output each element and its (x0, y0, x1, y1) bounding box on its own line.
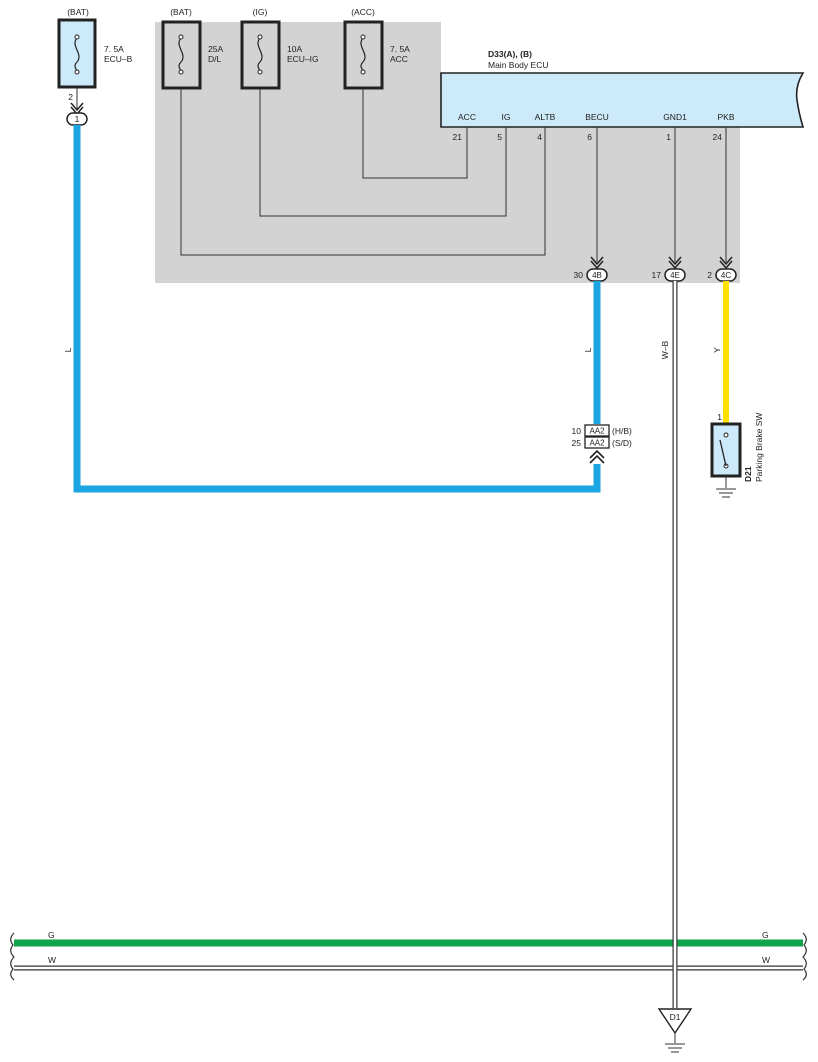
ground-symbol-switch (716, 488, 736, 498)
junction-aa2-sd[interactable] (584, 436, 610, 449)
connector-4e-label: 4E (670, 271, 680, 280)
parking-switch-pin: 1 (717, 412, 722, 422)
fuse-dl-source: (BAT) (170, 7, 192, 17)
ecu-terminal-acc-label: ACC (458, 112, 476, 122)
junction-aa2-hb-id: AA2 (589, 427, 605, 436)
fuse-ecu-b-source: (BAT) (67, 7, 89, 17)
fuse-dl-name: D/L (208, 54, 222, 64)
fuse-ecu-b-name: ECU–B (104, 54, 133, 64)
fuse-ecu-b-rating: 7. 5A (104, 44, 124, 54)
ecu-pin-pkb: 24 (713, 132, 723, 142)
bus-break-right (802, 932, 807, 981)
wire-w-b-label: W–B (660, 340, 670, 359)
fuse-ecu-ig-source: (IG) (253, 7, 268, 17)
ecu-terminal-pkb-label: PKB (717, 112, 734, 122)
fuse-dl[interactable] (161, 20, 202, 90)
parking-switch-contact (719, 439, 727, 467)
parking-switch-code: D21 (743, 466, 753, 482)
wire-y-label: Y (712, 347, 722, 353)
wire-ig[interactable] (259, 75, 507, 217)
bus-green-label-right: G (762, 930, 769, 940)
connector-arrow-4e (668, 256, 682, 270)
fuse-acc[interactable] (343, 20, 384, 90)
junction-aa2-hb-location: (H/B) (612, 426, 632, 436)
ecu-pin-gnd1: 1 (666, 132, 671, 142)
junction-aa2-sd-location: (S/D) (612, 438, 632, 448)
connector-4c-label: 4C (721, 271, 731, 280)
junction-arrow (589, 449, 605, 464)
connector-4e-pin: 17 (652, 270, 662, 280)
junction-aa2-hb[interactable] (584, 424, 610, 437)
ecu-terminal-ig-label: IG (502, 112, 511, 122)
ecu-pin-altb: 4 (537, 132, 542, 142)
bus-break-left (10, 932, 15, 981)
ground-symbol-d1 (665, 1043, 685, 1053)
fuse-dl-rating: 25A (208, 44, 223, 54)
ecu-pin-becu: 6 (587, 132, 592, 142)
parking-switch-name: Parking Brake SW (754, 413, 764, 482)
bus-green-label-left: G (48, 930, 55, 940)
fuse-ecu-ig-rating: 10A (287, 44, 302, 54)
fuse-acc-source: (ACC) (351, 7, 375, 17)
ecu-title: D33(A), (B) (488, 49, 532, 59)
wire-l-left-label: L (63, 347, 73, 352)
fuse-ecu-ig[interactable] (240, 20, 281, 90)
fuse-ecu-ig-name: ECU–IG (287, 54, 319, 64)
connector-4b-label: 4B (592, 271, 602, 280)
ecu-pin-acc: 21 (453, 132, 463, 142)
connector-arrow-4b (590, 256, 604, 270)
ecu-pin-ig: 5 (497, 132, 502, 142)
wire-acc[interactable] (362, 75, 468, 179)
ecu-terminal-altb-label: ALTB (535, 112, 556, 122)
fuse-ecu-b-pin: 2 (68, 92, 73, 102)
main-body-ecu-box[interactable] (440, 72, 805, 128)
junction-aa2-sd-id: AA2 (589, 439, 605, 448)
bus-white-label-left: W (48, 955, 56, 965)
ecu-terminal-gnd1-label: GND1 (663, 112, 687, 122)
bus-white-label-right: W (762, 955, 770, 965)
connector-arrow-4c (719, 256, 733, 270)
connector-4b-pin: 30 (574, 270, 584, 280)
wire-altb[interactable] (180, 75, 546, 256)
wire-l-becu-label: L (583, 347, 593, 352)
junction-aa2-hb-pin: 10 (572, 426, 582, 436)
connector-1-label: 1 (75, 114, 80, 124)
connector-4c-pin: 2 (707, 270, 712, 280)
fuse-ecu-b[interactable] (57, 18, 97, 89)
ground-point-d1-label: D1 (670, 1012, 681, 1022)
ground-point-d1[interactable] (657, 1008, 693, 1035)
ecu-subtitle: Main Body ECU (488, 60, 548, 70)
wire-l-blue[interactable] (73, 125, 601, 493)
ecu-shaded-area (155, 22, 740, 283)
junction-aa2-sd-pin: 25 (572, 438, 582, 448)
ecu-terminal-becu-label: BECU (585, 112, 609, 122)
fuse-acc-name: ACC (390, 54, 408, 64)
fuse-acc-rating: 7. 5A (390, 44, 410, 54)
